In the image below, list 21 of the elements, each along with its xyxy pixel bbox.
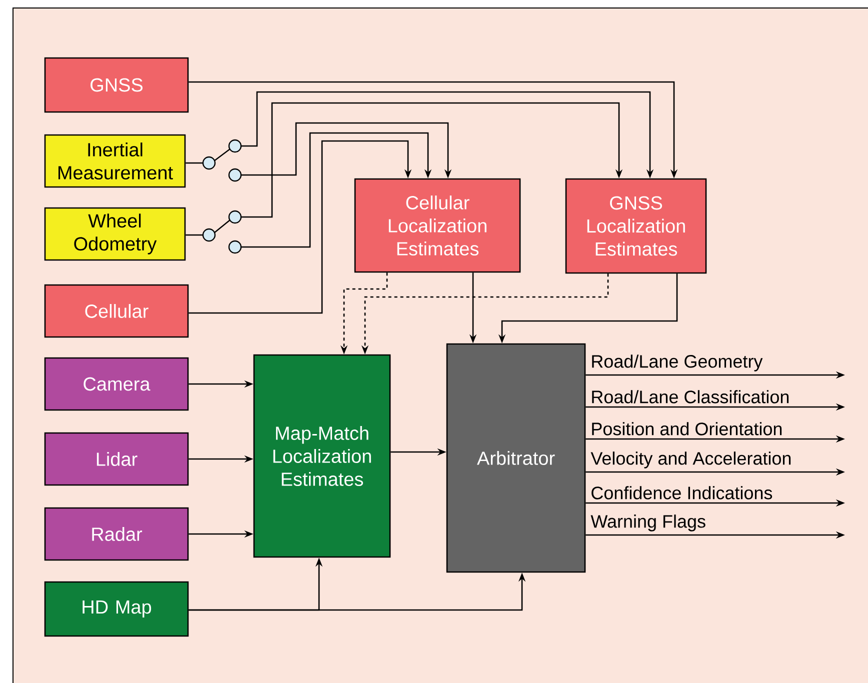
- arrow: [241, 102, 623, 218]
- edge-label: Road/Lane Classification: [590, 389, 791, 404]
- process-box: GNSS Localization Estimates: [565, 178, 707, 274]
- edge-label: Road/Lane Geometry: [590, 354, 764, 372]
- process-box: Inertial Measurement: [44, 134, 186, 188]
- process-box: Arbitrator: [446, 343, 586, 573]
- process-box: GNSS: [44, 57, 189, 113]
- process-box: Cellular: [44, 284, 189, 338]
- process-box: Map-Match Localization Estimates: [253, 354, 391, 558]
- process-box: Cellular Localization Estimates: [354, 178, 521, 273]
- edge-label: Velocity and Acceleration: [590, 450, 793, 470]
- arrow: [241, 132, 432, 248]
- process-box: HD Map: [44, 581, 189, 637]
- edge-label: Position and Orientation: [590, 421, 784, 436]
- process-box: Wheel Odometry: [44, 207, 186, 261]
- arrow: [188, 140, 412, 314]
- process-box: Radar: [44, 507, 189, 561]
- process-box: Camera: [44, 357, 189, 411]
- edge-label: Warning Flags: [590, 514, 708, 532]
- edge-label: Confidence Indications: [590, 485, 774, 500]
- process-box: Lidar: [44, 432, 189, 486]
